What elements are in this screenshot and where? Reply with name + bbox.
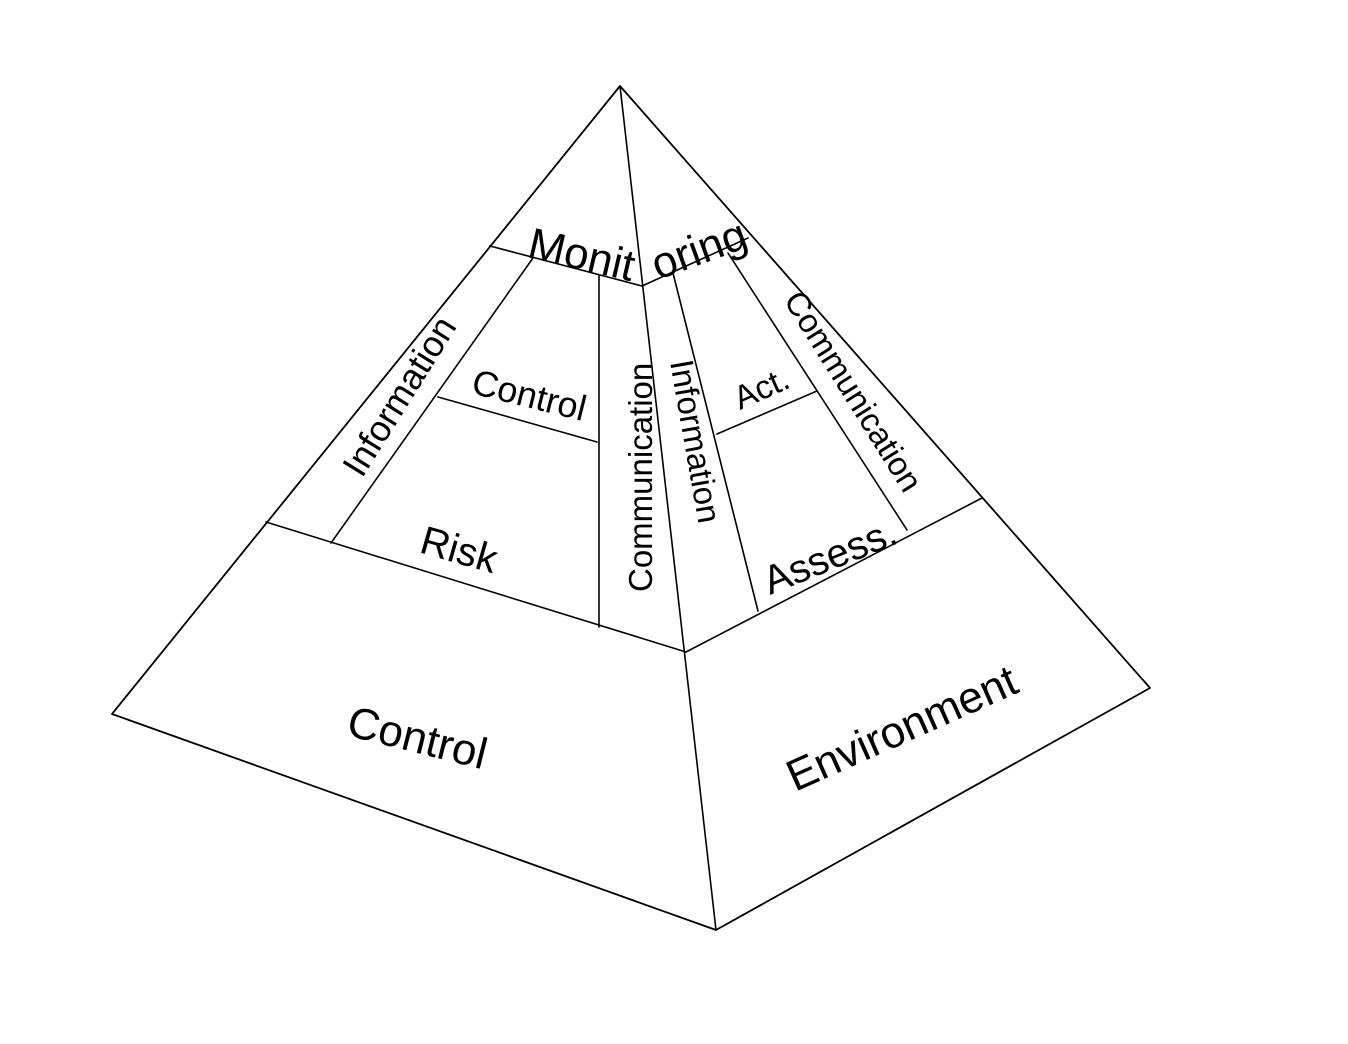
front-ridge-edge bbox=[619, 85, 717, 931]
control-environment-top-right-edge bbox=[685, 497, 983, 653]
left-control-risk-divider bbox=[437, 396, 598, 443]
left-information-divider bbox=[330, 257, 534, 544]
monitoring-bottom-left-edge bbox=[489, 245, 643, 287]
label-communication-left: Communication bbox=[622, 363, 659, 592]
right-information-divider bbox=[672, 272, 759, 612]
right-activities-assessment-divider bbox=[716, 390, 818, 435]
control-environment-top-left-edge bbox=[265, 521, 687, 653]
monitoring-bottom-right-edge bbox=[641, 237, 749, 287]
